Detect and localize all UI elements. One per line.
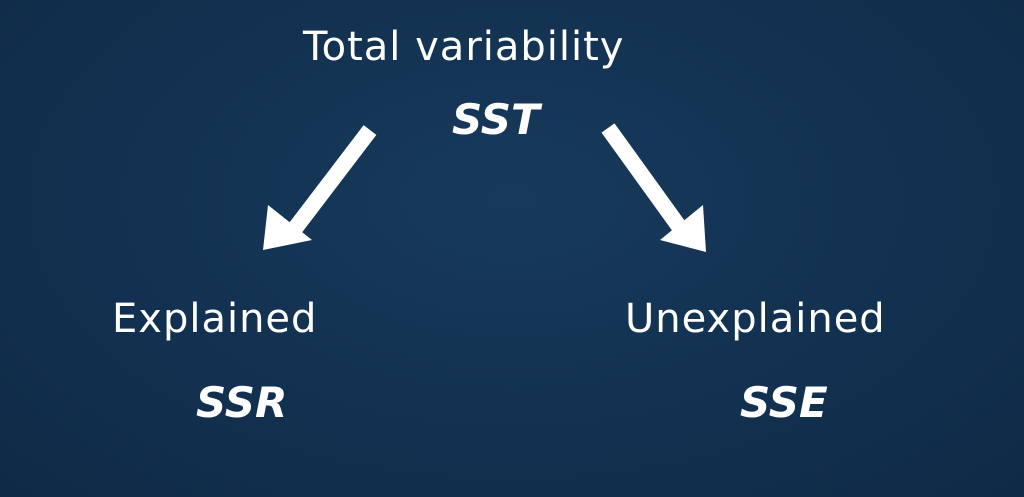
total-variability-label: Total variability [303,24,625,70]
right-arrow-icon [601,123,706,252]
left-arrow-icon [263,125,377,250]
sst-label: SST [452,95,540,144]
unexplained-label: Unexplained [625,296,886,342]
explained-label: Explained [112,296,318,342]
sse-label: SSE [740,378,828,427]
ssr-label: SSR [196,378,288,427]
